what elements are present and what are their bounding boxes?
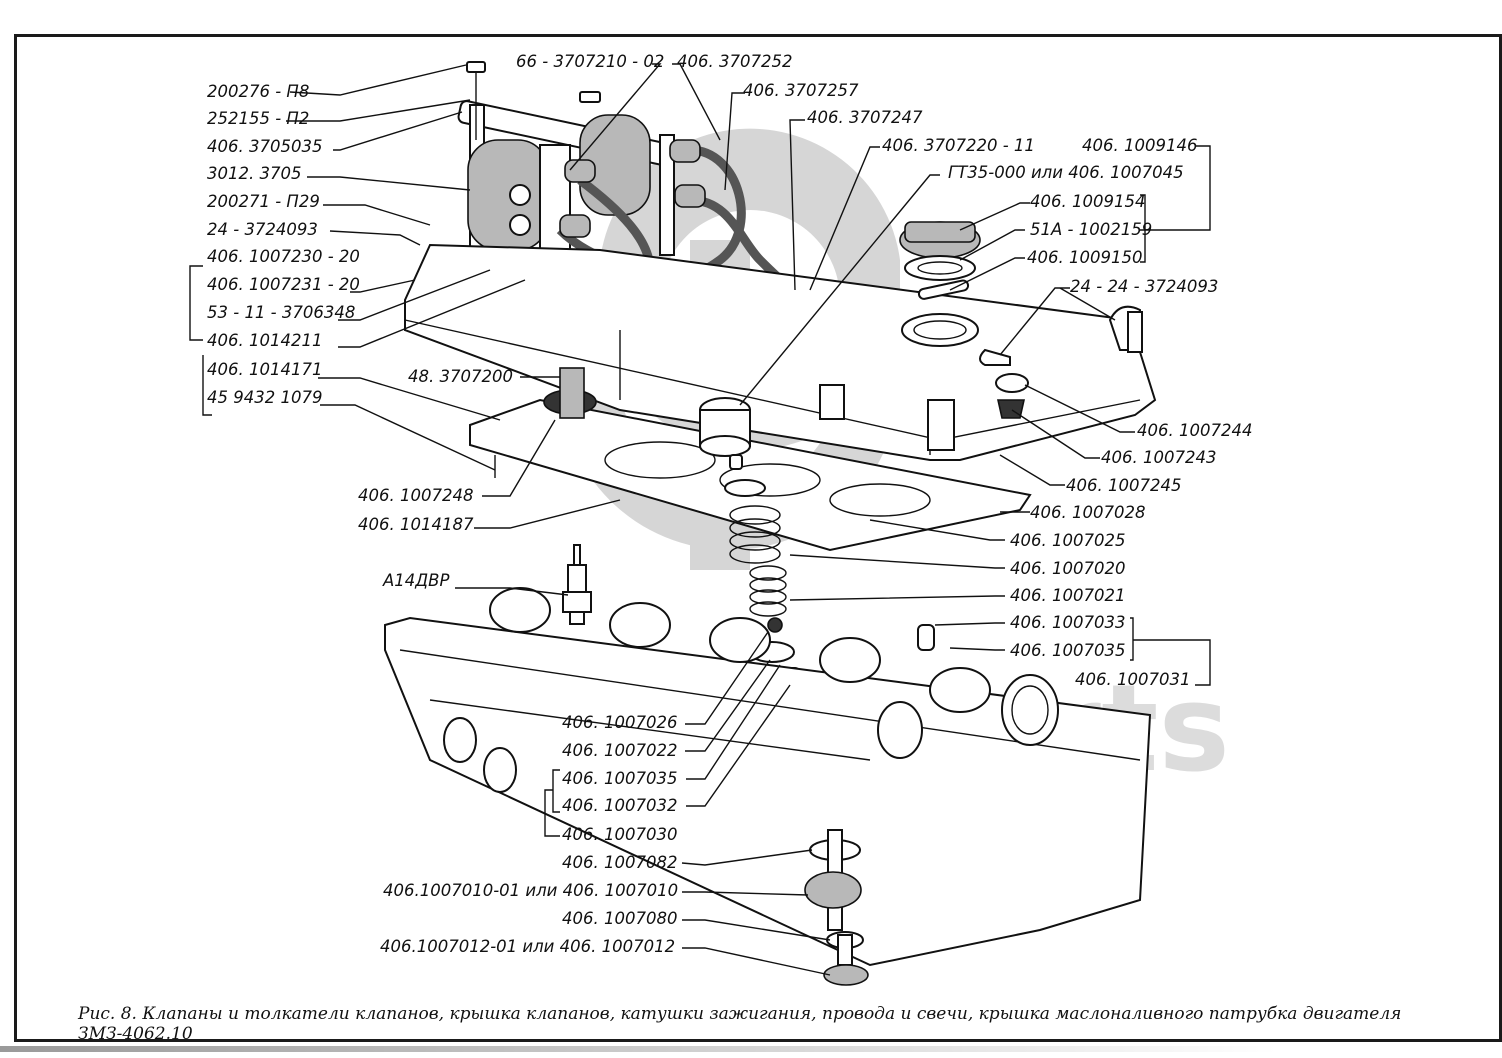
part-label: 3012. 3705 <box>207 164 301 183</box>
spark-plug-connector <box>543 367 751 457</box>
part-label: 252155 - П2 <box>207 109 309 128</box>
part-label: 406. 1007035 <box>562 769 677 788</box>
part-label: 200276 - П8 <box>207 82 309 101</box>
labels-middle: 48. 3707200 406. 1007248 406. 1014187 А1… <box>358 367 513 590</box>
labels-right: 406. 1007244 406. 1007243 406. 1007245 4… <box>1010 421 1252 689</box>
part-label: 406. 1007248 <box>358 486 473 505</box>
part-label: 406. 1007026 <box>562 713 677 732</box>
part-label: ГТ35-000 или 406. 1007045 <box>948 163 1184 182</box>
part-label: 53 - 11 - 3706348 <box>207 303 355 322</box>
part-label: 24 - 3724093 <box>207 220 318 239</box>
part-label: 406. 1014171 <box>207 360 322 379</box>
part-label: 406. 1007082 <box>562 853 677 872</box>
labels-top-center: 66 - 3707210 - 02 406. 3707252 406. 3707… <box>516 52 1184 182</box>
part-label: 406. 1007033 <box>1010 613 1125 632</box>
part-label: 51А - 1002159 <box>1030 220 1152 239</box>
part-label: 406.1007010-01 или 406. 1007010 <box>383 881 678 900</box>
part-label: 406. 1007030 <box>562 825 677 844</box>
page-edge-shadow <box>0 1046 1502 1052</box>
part-label: 406. 3707252 <box>677 52 792 71</box>
part-label: 406. 3707247 <box>807 108 923 127</box>
leader-lines <box>189 63 1211 976</box>
part-label: 406. 1009146 <box>1082 136 1197 155</box>
part-label: 406.1007012-01 или 406. 1007012 <box>380 937 675 956</box>
part-label: 406. 1009154 <box>1030 192 1145 211</box>
labels-left-group: 406. 1007230 - 20 406. 1007231 - 20 53 -… <box>207 247 360 407</box>
part-label: 406. 1007021 <box>1010 586 1125 605</box>
part-label: 200271 - П29 <box>207 192 320 211</box>
cover-gasket <box>469 398 1032 552</box>
spark-plug <box>562 544 592 625</box>
part-label: 406. 1007032 <box>562 796 677 815</box>
part-label: 406. 1007025 <box>1010 531 1125 550</box>
part-label: 406. 1007028 <box>1030 503 1145 522</box>
cylinder-head <box>384 587 1152 967</box>
part-label: 406. 3705035 <box>207 137 322 156</box>
part-label: А14ДВР <box>382 571 449 590</box>
part-label: 48. 3707200 <box>408 367 513 386</box>
part-label: 406. 1007244 <box>1137 421 1252 440</box>
part-label: 406. 1014211 <box>207 331 322 350</box>
part-label: 406. 1007022 <box>562 741 677 760</box>
part-label: 406. 1007020 <box>1010 559 1125 578</box>
labels-left-top: 200276 - П8 252155 - П2 406. 3705035 301… <box>207 82 322 239</box>
part-label: 406. 3707220 - 11 <box>882 136 1035 155</box>
part-label: 406. 1007231 - 20 <box>207 275 360 294</box>
part-label: 24 - 24 - 3724093 <box>1070 277 1218 296</box>
labels-bottom-center: 406. 1007026 406. 1007022 406. 1007035 4… <box>380 713 678 956</box>
valves <box>804 829 869 986</box>
part-label: 406. 3707257 <box>743 81 859 100</box>
part-label: 406. 1009150 <box>1027 248 1142 267</box>
part-label: 406. 1007245 <box>1066 476 1181 495</box>
part-label: 406. 1007031 <box>1075 670 1190 689</box>
labels-top-right: 406. 1009146 406. 1009154 51А - 1002159 … <box>1027 136 1218 296</box>
figure-caption: Рис. 8. Клапаны и толкатели клапанов, кр… <box>78 1004 1402 1044</box>
part-label: 406. 1007080 <box>562 909 677 928</box>
figure-frame <box>14 34 1502 1042</box>
part-label: 406. 1007230 - 20 <box>207 247 360 266</box>
part-label: 45 9432 1079 <box>207 388 322 407</box>
part-label: 66 - 3707210 - 02 <box>516 52 664 71</box>
part-label: 406. 1007035 <box>1010 641 1125 660</box>
part-label: 406. 1014187 <box>358 515 474 534</box>
part-label: 406. 1007243 <box>1101 448 1216 467</box>
oil-filler-cap <box>899 221 981 300</box>
valve-cover <box>404 243 1157 461</box>
